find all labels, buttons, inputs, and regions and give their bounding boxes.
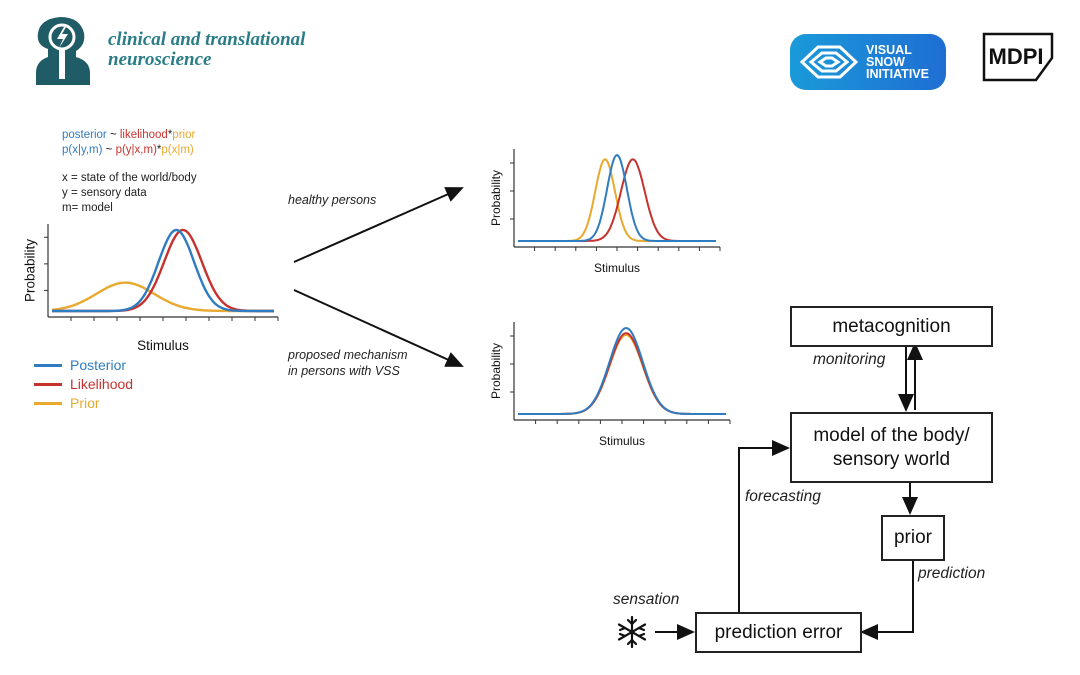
- model-label-line1: model of the body/: [813, 424, 970, 446]
- legend-prior-swatch: [34, 402, 62, 405]
- healthy-persons-label: healthy persons: [288, 193, 377, 207]
- healthy-distribution-chart: Stimulus Probability: [489, 149, 721, 275]
- formula-term: *: [167, 129, 173, 141]
- flow-connectors: [655, 342, 923, 640]
- formula-term: p(y|x,m): [115, 144, 157, 156]
- formula-term: posterior: [62, 129, 107, 141]
- x-axis-label: Stimulus: [599, 434, 645, 448]
- chart-legend: Posterior Likelihood Prior: [34, 356, 133, 413]
- branch-arrows: [293, 187, 464, 367]
- series-posterior-line: [518, 326, 726, 415]
- mdpi-logo: MDPI: [982, 32, 1054, 82]
- visual-snow-icon: [799, 45, 859, 79]
- legend-posterior-swatch: [34, 364, 62, 367]
- journal-title-line2: neuroscience: [108, 49, 212, 70]
- x-axis-label: Stimulus: [137, 338, 189, 353]
- definition-y: y = sensory data: [62, 187, 147, 199]
- formula-term: ~: [102, 144, 116, 156]
- prediction-label: prediction: [918, 565, 986, 582]
- formula-line-symbols: p(x|y,m) ~ p(y|x,m)*p(x|m): [62, 143, 195, 158]
- formula-term: likelihood: [119, 129, 168, 141]
- vss-distribution-chart: Stimulus Probability: [489, 322, 731, 448]
- vss-arrow: [293, 289, 464, 367]
- journal-logo-head-icon: [28, 15, 98, 85]
- prior-box: prior: [881, 515, 945, 561]
- y-axis-label: Probability: [23, 239, 38, 302]
- prediction-error-label: prediction error: [714, 621, 843, 643]
- main-distribution-chart: Stimulus Probability: [23, 224, 279, 353]
- series-prior-line: [51, 281, 274, 313]
- legend-prior: Prior: [34, 394, 133, 413]
- formula-term: ~: [106, 129, 120, 141]
- formula-term: p(x|m): [161, 144, 194, 156]
- metacognition-box: metacognition: [790, 306, 993, 347]
- sensation-label: sensation: [613, 591, 680, 608]
- vsi-line3: INITIATIVE: [866, 67, 929, 81]
- journal-title-line1: clinical and translational: [108, 29, 306, 50]
- definition-x: x = state of the world/body: [62, 172, 197, 184]
- model-box: model of the body/ sensory world: [790, 412, 993, 483]
- monitoring-label: monitoring: [813, 351, 886, 368]
- snowflake-icon: [617, 615, 647, 649]
- series-posterior-line: [52, 228, 274, 313]
- prior-box-label: prior: [893, 527, 932, 548]
- definition-m: m= model: [62, 202, 113, 214]
- formula-term: prior: [172, 129, 196, 141]
- legend-posterior-label: Posterior: [70, 357, 127, 373]
- variable-definitions: x = state of the world/body y = sensory …: [62, 171, 197, 216]
- legend-likelihood-swatch: [34, 383, 62, 386]
- formula-term: *: [156, 144, 162, 156]
- healthy-arrow: [293, 187, 464, 263]
- legend-posterior: Posterior: [34, 356, 133, 375]
- metacognition-label: metacognition: [832, 315, 951, 337]
- mdpi-text: MDPI: [989, 44, 1044, 69]
- series-prior-line: [518, 158, 716, 242]
- prediction-error-box: prediction error: [695, 612, 862, 653]
- vss-mechanism-label: proposed mechanism in persons with VSS: [288, 347, 408, 379]
- bayes-formula: posterior ~ likelihood*prior p(x|y,m) ~ …: [62, 128, 195, 158]
- legend-likelihood: Likelihood: [34, 375, 133, 394]
- y-axis-label: Probability: [489, 343, 503, 399]
- y-axis-label: Probability: [489, 170, 503, 226]
- series-posterior-line: [518, 153, 716, 242]
- legend-likelihood-label: Likelihood: [70, 376, 134, 392]
- journal-title: clinical and translational neuroscience: [108, 30, 305, 70]
- legend-prior-label: Prior: [70, 395, 100, 411]
- vss-label-line1: proposed mechanism: [288, 348, 408, 362]
- x-axis-label: Stimulus: [594, 261, 640, 275]
- formula-line-words: posterior ~ likelihood*prior: [62, 128, 195, 143]
- vsi-line1: VISUAL: [866, 43, 912, 57]
- formula-term: p(x|y,m): [62, 144, 103, 156]
- vss-label-line2: in persons with VSS: [288, 364, 400, 378]
- forecasting-label: forecasting: [745, 488, 821, 505]
- vsi-line2: SNOW: [866, 55, 905, 69]
- visual-snow-initiative-logo: VISUAL SNOW INITIATIVE: [790, 34, 946, 90]
- model-label-line2: sensory world: [832, 448, 951, 470]
